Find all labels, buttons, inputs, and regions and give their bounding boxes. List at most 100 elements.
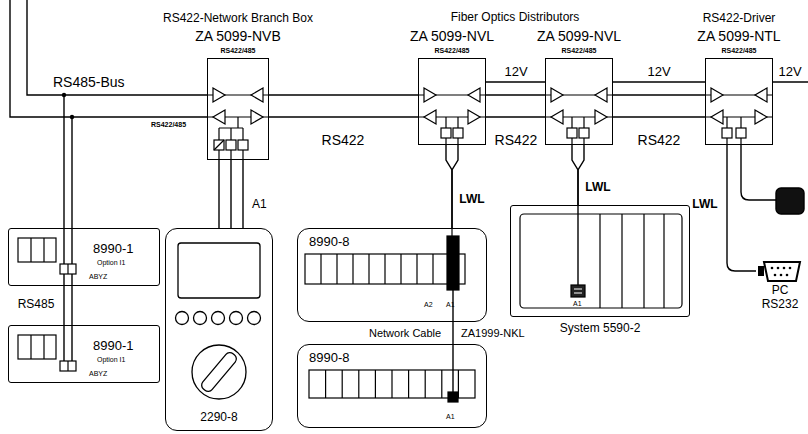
drawing-part	[18, 238, 56, 262]
instrument-box: 8990-8A2A1	[297, 228, 487, 322]
drawing-part	[551, 88, 563, 102]
bus-wire	[10, 0, 808, 361]
connector-line	[727, 145, 756, 271]
connector-line	[452, 322, 453, 344]
connector-drawing	[741, 145, 804, 281]
node-title: 8990-1	[93, 242, 133, 257]
drawing-part	[194, 312, 207, 325]
group-heading: Fiber Optics Distributors	[450, 11, 581, 25]
drawing-part	[176, 312, 189, 325]
drawing-part	[214, 140, 224, 150]
connector-line	[486, 116, 545, 117]
drawing-part	[18, 335, 56, 359]
drawing-part	[789, 267, 792, 270]
drawing-part	[64, 274, 72, 361]
instrument-box: 8990-8A1	[297, 344, 487, 428]
wire-label: 12V	[777, 65, 802, 80]
drawing-part	[774, 274, 777, 277]
distributor-box: ZA 5099-NVLRS422/485	[418, 58, 486, 145]
drawing-part	[200, 351, 239, 394]
wire-label: Network Cable	[368, 327, 442, 340]
connector	[486, 95, 545, 117]
node-title: A1	[573, 300, 582, 308]
drawing-part	[214, 140, 224, 150]
node-text: A2	[424, 301, 433, 309]
drawing-part	[595, 88, 607, 102]
connector-line	[452, 145, 458, 228]
drawing-part	[468, 110, 480, 124]
drawing-part	[600, 214, 664, 308]
drawing-part	[226, 140, 236, 150]
wire-label: RS422/485	[150, 121, 187, 129]
drawing-part	[741, 145, 776, 200]
connector-line	[572, 145, 578, 205]
drawing-part	[213, 110, 225, 124]
drawing-part	[60, 361, 76, 371]
drawing-part	[452, 344, 453, 392]
drawing-part	[251, 88, 263, 102]
drawing-part	[31, 238, 44, 262]
drawing-part	[230, 312, 243, 325]
branch-box-circuit	[207, 88, 269, 160]
connector-line	[578, 145, 584, 205]
connector	[446, 145, 458, 228]
drawing-part	[212, 312, 225, 325]
connector	[613, 95, 705, 117]
rack-drawing	[520, 205, 682, 308]
node-title: 8990-1	[93, 339, 133, 354]
distributor-box: ZA 5099-NVLRS422/485	[545, 58, 613, 145]
connector	[572, 145, 584, 205]
multimeter-drawing	[176, 243, 261, 399]
connector	[453, 322, 454, 344]
display-unit: 8990-1Option I1ABYZ	[8, 325, 160, 383]
drawing-part	[424, 88, 767, 138]
connector-label: RS422	[636, 132, 683, 148]
drawing-part	[67, 361, 68, 371]
node-text: System 5590-2	[560, 322, 641, 336]
drawing-part	[67, 264, 68, 274]
connector	[486, 82, 545, 83]
drawing-part	[567, 128, 577, 138]
connector-label: RS422	[493, 132, 540, 148]
connector-line	[486, 94, 545, 95]
connector-line	[486, 81, 545, 82]
connector-line	[71, 286, 72, 325]
drawing-part	[192, 345, 246, 399]
node-title: RS422-Network Branch Box	[163, 12, 313, 26]
drawing-part	[551, 110, 563, 124]
connector-label: ZA1999-NKL	[459, 327, 527, 340]
drawing-part	[60, 264, 76, 274]
drawing-part	[711, 88, 723, 102]
drawing-part	[758, 266, 764, 276]
multimeter: 2290-8	[165, 228, 273, 431]
node-title: PC RS232	[756, 284, 804, 312]
instrument-drawing	[305, 228, 475, 402]
connector	[727, 145, 756, 271]
connector-label: LWL	[690, 198, 719, 212]
drawing-part	[574, 289, 582, 293]
drawing-part	[595, 110, 607, 124]
drawing-part	[545, 95, 613, 145]
drawing-part	[736, 128, 746, 138]
drawing-part	[783, 267, 786, 270]
drawing-part	[571, 285, 585, 297]
display-unit: 8990-1Option I1ABYZ	[8, 228, 160, 286]
drawing-part	[764, 262, 800, 281]
node-text: ABYZ	[89, 273, 107, 281]
drawing-part	[705, 95, 773, 145]
connector	[613, 82, 705, 83]
node-text: RS422/485	[561, 47, 596, 55]
drawing-part	[755, 110, 767, 124]
drawing-part	[305, 254, 465, 284]
node-title: 8990-8	[309, 351, 349, 366]
connector-line	[269, 116, 418, 117]
connector-label: 12V	[502, 65, 529, 80]
junction-dot	[62, 93, 74, 119]
node-title: 2290-8	[200, 411, 237, 425]
drawing-part	[711, 110, 723, 124]
drawing-part	[326, 370, 459, 398]
drawing-part	[251, 110, 263, 124]
drawing-part	[424, 110, 436, 124]
wire-label: RS485-Bus	[52, 74, 126, 90]
